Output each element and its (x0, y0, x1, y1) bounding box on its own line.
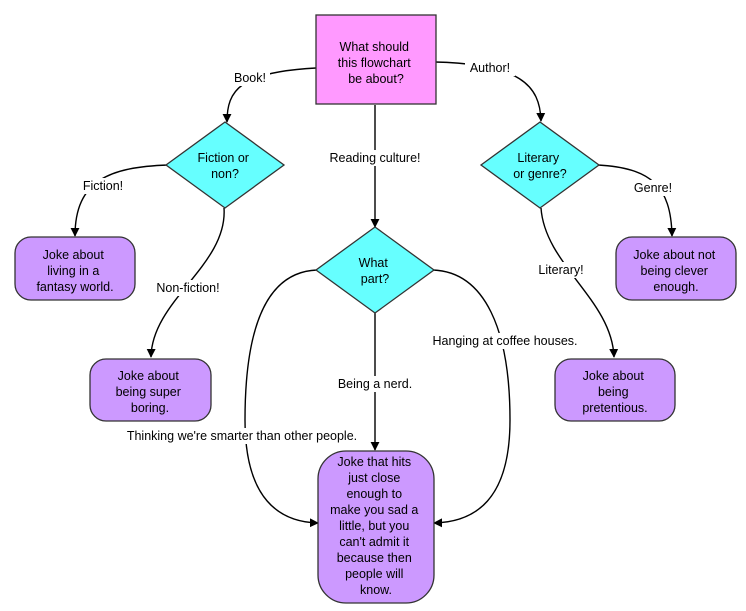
decision-fiction-or-non (164, 121, 286, 209)
decision-what-part (314, 226, 436, 314)
terminal-joke-clever-text: Joke about not being clever enough. (633, 248, 719, 294)
nodes: What should this flowchart be about? Fic… (14, 14, 737, 604)
terminal-joke-sad-text: Joke that hits just close enough to make… (330, 455, 422, 597)
edge-label-genre: Genre! (634, 181, 672, 195)
start-box (315, 14, 437, 105)
edge-start-to-literary (434, 61, 546, 122)
terminal-joke-sad (317, 450, 435, 604)
terminal-joke-boring-text: Joke about being super boring. (116, 369, 185, 415)
start-text: What should this flowchart be about? (338, 40, 414, 86)
decision-what-part-text: What part? (359, 256, 392, 286)
decision-fiction-text: Fiction or non? (198, 151, 253, 181)
edge-fiction-to-fantasy (70, 164, 169, 237)
terminal-joke-fantasy (14, 236, 136, 301)
edge-whatpart-to-sad-left (244, 269, 319, 528)
edge-label-coffee-houses: Hanging at coffee houses. (432, 334, 577, 348)
terminal-joke-clever (615, 236, 737, 301)
edge-label-reading-culture: Reading culture! (329, 151, 420, 165)
edge-label-book: Book! (234, 71, 266, 85)
edge-label-fiction: Fiction! (83, 179, 123, 193)
edge-whatpart-to-sad-right (432, 269, 511, 528)
edge-label-author: Author! (470, 61, 510, 75)
edge-label-literary: Literary! (538, 263, 583, 277)
edge-literary-to-pretentious (540, 207, 619, 358)
edge-labels: Book! Author! Reading culture! Fiction! … (77, 60, 676, 444)
decision-literary-or-genre (479, 121, 601, 209)
terminal-joke-fantasy-text: Joke about living in a fantasy world. (36, 248, 113, 294)
terminal-joke-pretentious (554, 358, 676, 422)
edge-label-smarter: Thinking we're smarter than other people… (127, 429, 357, 443)
edge-label-nerd: Being a nerd. (338, 377, 412, 391)
edge-label-non-fiction: Non-fiction! (156, 281, 219, 295)
decision-literary-text: Literary or genre? (513, 151, 567, 181)
edge-literary-to-clever (597, 164, 677, 237)
terminal-joke-pretentious-text: Joke about being pretentious. (582, 369, 647, 415)
terminal-joke-boring (89, 358, 212, 422)
